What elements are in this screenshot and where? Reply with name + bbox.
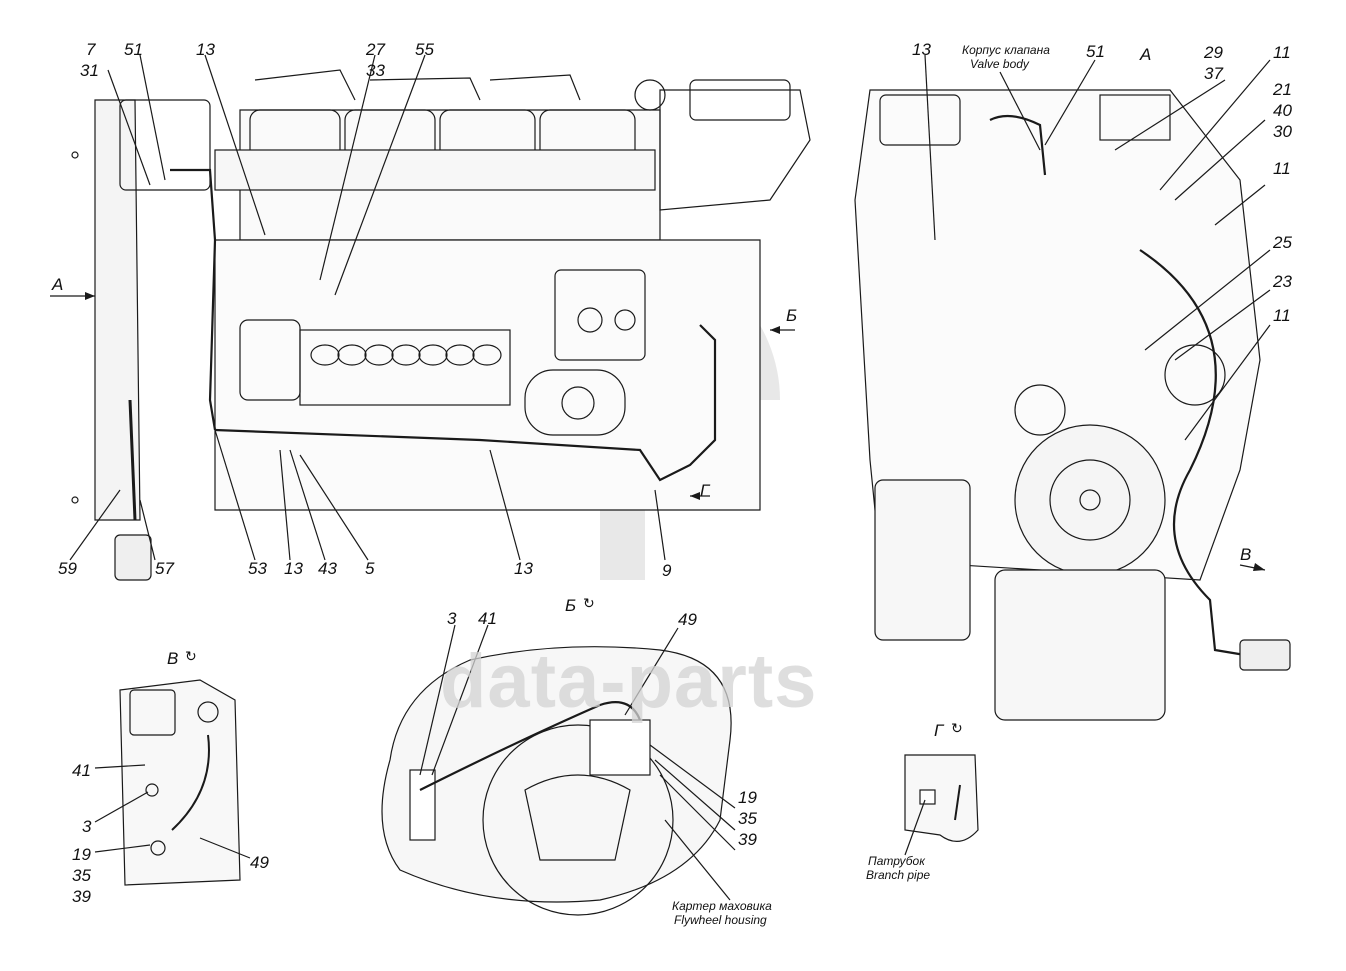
callout-11-a: 11 — [1273, 43, 1291, 62]
view-v-callout-49: 49 — [250, 853, 269, 872]
view-v-callout-39: 39 — [72, 887, 91, 906]
right-engine-view — [854, 54, 1291, 721]
arrow-a-icon — [85, 292, 95, 300]
view-b-callout-39: 39 — [738, 830, 757, 849]
callout-55: 55 — [415, 40, 434, 59]
callout-13-bottom-b: 13 — [514, 559, 533, 578]
view-b-detail — [381, 624, 736, 916]
callout-30: 30 — [1273, 122, 1292, 141]
branch-pipe-caption-en: Branch pipe — [866, 868, 931, 882]
left-engine-view — [50, 54, 811, 581]
callout-11-c: 11 — [1273, 306, 1291, 325]
arrow-g-icon — [690, 492, 700, 500]
view-a-arrow-label: А — [52, 275, 64, 294]
view-v-detail — [94, 679, 251, 886]
callout-21: 21 — [1273, 80, 1292, 99]
callout-9: 9 — [662, 561, 672, 580]
view-b-callout-41: 41 — [478, 609, 497, 628]
watermark-text: data-parts — [440, 639, 818, 724]
view-g-detail — [904, 754, 979, 856]
view-b-callout-35: 35 — [738, 809, 757, 828]
callout-25: 25 — [1273, 233, 1292, 252]
callout-27: 27 — [366, 40, 385, 59]
view-b-title: Б — [565, 596, 577, 615]
flywheel-caption-en: Flywheel housing — [674, 913, 767, 927]
callout-57: 57 — [155, 559, 174, 578]
callout-31: 31 — [80, 61, 99, 80]
view-g-title: Г — [934, 721, 944, 740]
callout-29: 29 — [1204, 43, 1223, 62]
callout-5: 5 — [365, 559, 375, 578]
callout-13-top-left: 13 — [196, 40, 215, 59]
view-b-arrow-label: Б — [786, 306, 798, 325]
callout-37: 37 — [1204, 64, 1223, 83]
view-v-callout-3: 3 — [82, 817, 92, 836]
rotation-icon: ↻ — [185, 648, 197, 664]
arrow-v-icon — [1253, 563, 1265, 571]
callout-40: 40 — [1273, 101, 1292, 120]
view-b-callout-3: 3 — [447, 609, 457, 628]
callout-43: 43 — [318, 559, 337, 578]
rotation-icon: ↻ — [583, 595, 595, 611]
view-v-callout-41: 41 — [72, 761, 91, 780]
view-v-callout-35: 35 — [72, 866, 91, 885]
view-a-title: А — [1140, 45, 1152, 64]
callout-23: 23 — [1273, 272, 1292, 291]
valve-body-caption-en: Valve body — [970, 57, 1029, 71]
callout-13-bottom-a: 13 — [284, 559, 303, 578]
callout-11-b: 11 — [1273, 159, 1291, 178]
callout-33: 33 — [366, 61, 385, 80]
view-v-title: В — [167, 649, 179, 668]
callout-53: 53 — [248, 559, 267, 578]
callout-13-right: 13 — [912, 40, 931, 59]
view-b-callout-19: 19 — [738, 788, 757, 807]
flywheel-caption-ru: Картер маховика — [672, 899, 772, 913]
rotation-icon: ↻ — [951, 720, 963, 736]
callout-7: 7 — [86, 40, 96, 59]
view-v-arrow-label: В — [1240, 545, 1252, 564]
branch-pipe-caption-ru: Патрубок — [868, 854, 925, 868]
callout-51-left: 51 — [124, 40, 143, 59]
callout-59: 59 — [58, 559, 77, 578]
view-arrows — [85, 292, 1265, 571]
view-g-arrow-label: Г — [700, 481, 710, 500]
view-b-callout-49: 49 — [678, 610, 697, 629]
valve-body-caption-ru: Корпус клапана — [962, 43, 1050, 57]
view-v-callout-19: 19 — [72, 845, 91, 864]
arrow-b-icon — [770, 326, 780, 334]
callout-51-right: 51 — [1086, 42, 1105, 61]
